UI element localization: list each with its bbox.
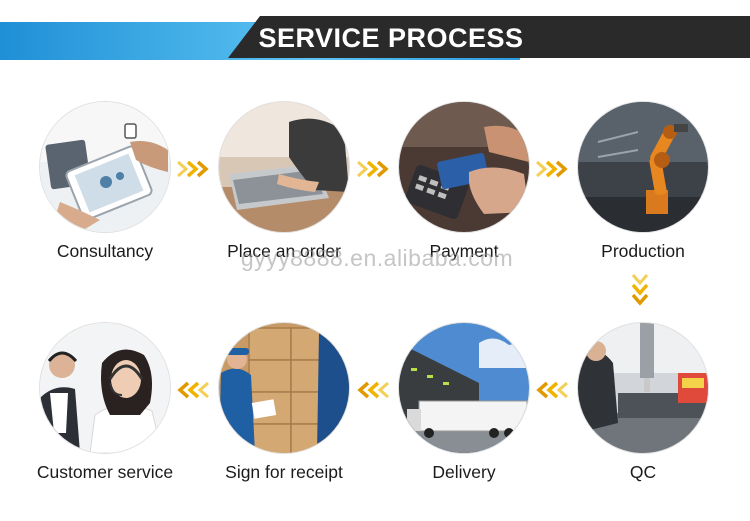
- watermark-text: gyyy8888.en.alibaba.com: [232, 245, 522, 272]
- chevron-left-icon: [535, 381, 569, 399]
- step-payment: Payment: [394, 102, 534, 262]
- card-payment-icon: [399, 102, 529, 232]
- boxes-receipt-icon: [219, 323, 349, 453]
- step-place-an-order: Place an order: [214, 102, 354, 262]
- step-label: QC: [573, 462, 713, 483]
- page-title: SERVICE PROCESS: [228, 16, 554, 58]
- step-delivery: Delivery: [394, 323, 534, 483]
- chevron-left-icon: [176, 381, 210, 399]
- step-label: Sign for receipt: [214, 462, 354, 483]
- headset-service-icon: [40, 323, 170, 453]
- chevron-down-icon: [631, 273, 649, 307]
- truck-delivery-icon: [399, 323, 529, 453]
- chevron-right-icon: [176, 160, 210, 178]
- machine-qc-icon: [578, 323, 708, 453]
- laptop-order-icon: [219, 102, 349, 232]
- step-label: Consultancy: [35, 241, 175, 262]
- header-banner: SERVICE PROCESS: [0, 16, 750, 62]
- robot-arm-production-icon: [578, 102, 708, 232]
- tablet-consultancy-icon: [40, 102, 170, 232]
- chevron-right-icon: [356, 160, 390, 178]
- step-sign-for-receipt: Sign for receipt: [214, 323, 354, 483]
- chevron-right-icon: [535, 160, 569, 178]
- step-label: Delivery: [394, 462, 534, 483]
- step-label: Customer service: [35, 462, 175, 483]
- step-consultancy: Consultancy: [35, 102, 175, 262]
- step-qc: QC: [573, 323, 713, 483]
- step-production: Production: [573, 102, 713, 262]
- step-label: Production: [573, 241, 713, 262]
- step-customer-service: Customer service: [35, 323, 175, 483]
- chevron-left-icon: [356, 381, 390, 399]
